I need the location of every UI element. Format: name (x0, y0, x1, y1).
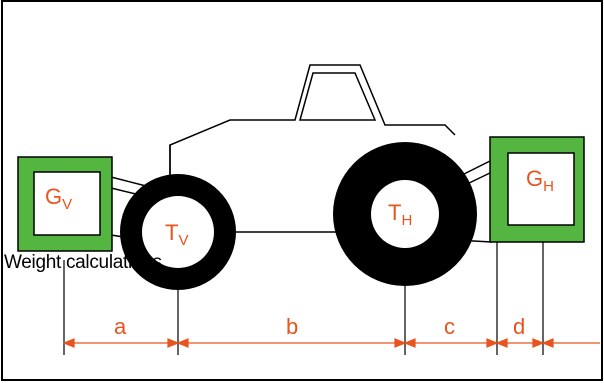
dimension-c-label: c (444, 314, 455, 339)
front-tyre-label: TV (165, 220, 188, 249)
front-weight-label: GV (45, 184, 72, 213)
dimension-a-label: a (114, 314, 127, 339)
rear-tyre-label: TH (388, 200, 412, 229)
dimension-b-label: b (286, 314, 298, 339)
dimension-line (62, 338, 600, 348)
rear-tyre (333, 142, 477, 286)
tractor-body (110, 64, 493, 243)
dimension-d-label: d (513, 314, 525, 339)
reference-lines (63, 242, 544, 355)
caption-text: Weight calculations (4, 252, 162, 273)
rear-weight-label: GH (526, 166, 554, 195)
front-tyre (120, 174, 236, 290)
rear-weight-block (489, 136, 585, 243)
front-weight-block (17, 156, 113, 252)
